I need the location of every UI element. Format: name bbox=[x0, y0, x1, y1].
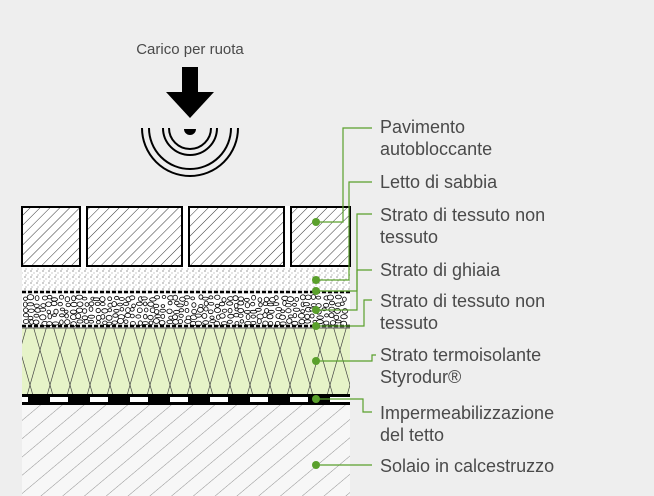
label-fabric1-line2: tessuto bbox=[380, 227, 439, 247]
label-insulation-line1: Strato termoisolante bbox=[380, 345, 542, 365]
gravel-layer bbox=[22, 294, 350, 327]
concrete-slab-layer bbox=[22, 405, 350, 496]
label-sand-line1: Letto di sabbia bbox=[380, 172, 498, 192]
label-insulation: Strato termoisolante Styrodur® bbox=[380, 344, 541, 388]
dot-pavers bbox=[312, 218, 320, 226]
label-fabric2: Strato di tessuto non tessuto bbox=[380, 290, 545, 334]
leader-fabric2 bbox=[316, 299, 372, 327]
label-fabric2-line1: Strato di tessuto non bbox=[380, 291, 546, 311]
dot-insulation bbox=[312, 357, 320, 365]
wheel-load-label: Carico per ruota bbox=[136, 41, 244, 58]
dot-waterproofing bbox=[312, 395, 320, 403]
label-fabric1-line1: Strato di tessuto non bbox=[380, 205, 546, 225]
label-slab: Solaio in calcestruzzo bbox=[380, 455, 554, 477]
label-sand: Letto di sabbia bbox=[380, 171, 497, 193]
label-waterproofing: Impermeabilizzazione del tetto bbox=[380, 402, 554, 446]
dot-fabric1 bbox=[312, 287, 320, 295]
label-gravel: Strato di ghiaia bbox=[380, 259, 500, 281]
wheel-icon bbox=[141, 127, 239, 177]
label-fabric2-line2: tessuto bbox=[380, 313, 439, 333]
label-fabric1: Strato di tessuto non tessuto bbox=[380, 204, 545, 248]
leader-fabric1 bbox=[316, 213, 372, 292]
leader-gravel bbox=[316, 269, 372, 311]
wheel-load-arrow-icon bbox=[166, 67, 214, 118]
leader-insulation bbox=[316, 354, 376, 362]
label-waterproofing-line2: del tetto bbox=[380, 425, 445, 445]
leader-lines bbox=[316, 127, 376, 466]
dot-slab bbox=[312, 461, 320, 469]
label-slab-line1: Solaio in calcestruzzo bbox=[380, 456, 555, 476]
dot-sand bbox=[312, 276, 320, 284]
leader-pavers bbox=[316, 127, 372, 223]
leader-dots bbox=[312, 218, 320, 469]
leader-sand bbox=[316, 181, 372, 281]
label-pavers-line1: Pavimento bbox=[380, 117, 466, 137]
label-pavers-line2: autobloccante bbox=[380, 139, 493, 159]
label-insulation-line2: Styrodur® bbox=[380, 367, 462, 387]
label-waterproofing-line1: Impermeabilizzazione bbox=[380, 403, 555, 423]
waterproofing-layer bbox=[22, 394, 350, 405]
dot-fabric2 bbox=[312, 322, 320, 330]
paver-layer bbox=[21, 206, 351, 268]
leader-waterproofing bbox=[316, 398, 372, 413]
label-pavers: Pavimento autobloccante bbox=[380, 116, 492, 160]
label-gravel-line1: Strato di ghiaia bbox=[380, 260, 501, 280]
dot-gravel bbox=[312, 306, 320, 314]
